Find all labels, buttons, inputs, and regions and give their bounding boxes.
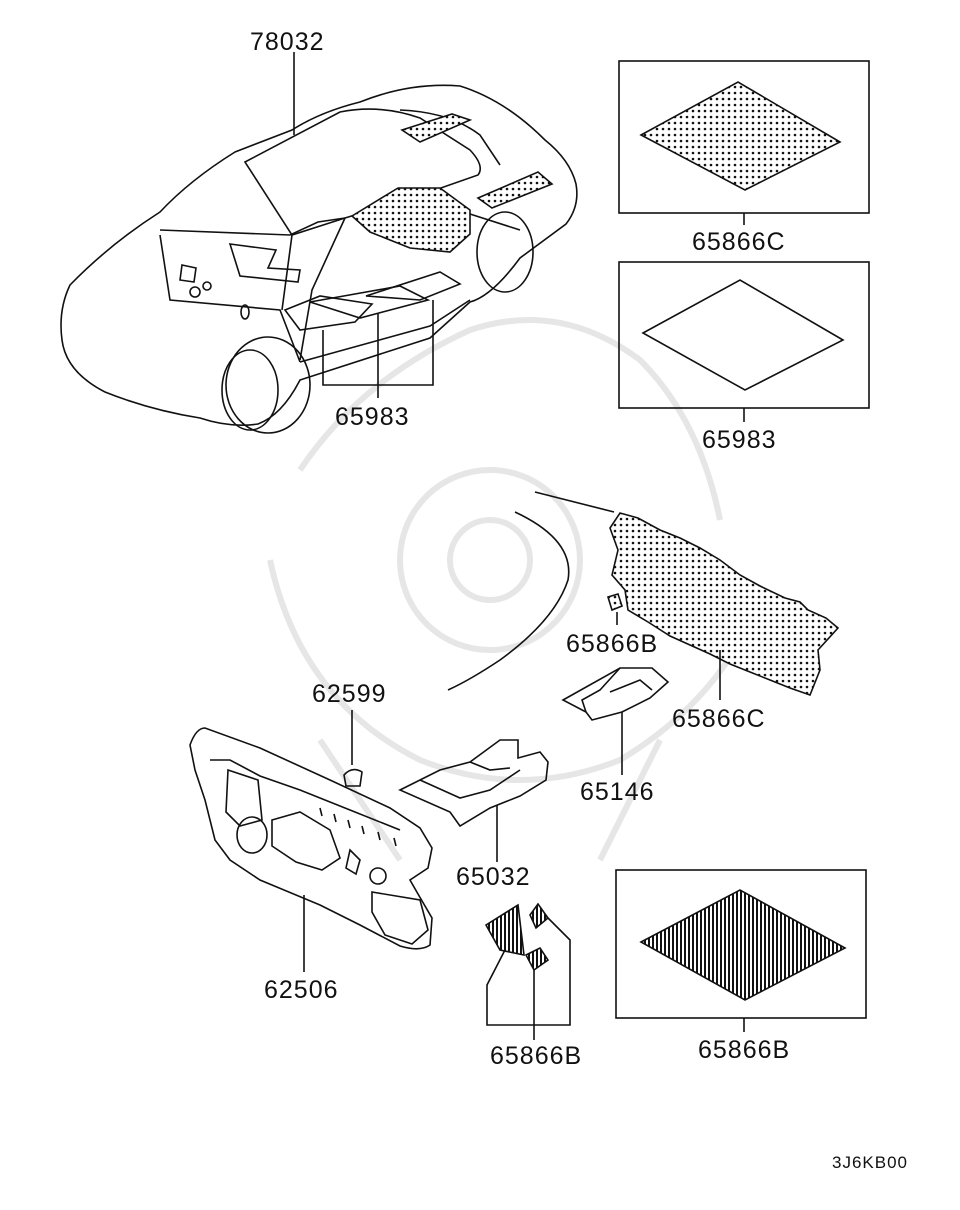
callout-65983-box: 65983 (702, 426, 777, 454)
clip-62599 (343, 710, 363, 787)
callout-65866c-panel: 65866C (672, 705, 766, 733)
pad-65866c-sample (639, 81, 842, 191)
callout-65983-car: 65983 (335, 403, 410, 431)
callout-65146: 65146 (580, 778, 655, 806)
pad-65983-sample (641, 279, 845, 391)
part-box-65866b (615, 869, 867, 1019)
callout-65866b-small: 65866B (566, 630, 658, 658)
callout-65032: 65032 (456, 863, 531, 891)
part-65146 (561, 667, 670, 721)
floor-pad (350, 187, 471, 253)
clip-65866b (606, 593, 623, 612)
pad-65866b-sample (639, 889, 847, 1001)
callout-65866c-box: 65866C (692, 228, 786, 256)
callout-65866b-pads: 65866B (490, 1042, 582, 1070)
callout-62599: 62599 (312, 680, 387, 708)
drawing-code: 3J6KB00 (832, 1153, 908, 1172)
pads-65866b (484, 902, 550, 972)
roof-pad (400, 113, 473, 143)
callout-62506: 62506 (264, 976, 339, 1004)
panel-65866c (609, 512, 840, 697)
dash-panel-62506 (189, 727, 433, 950)
car-body-outline (60, 84, 578, 434)
part-65032 (398, 739, 549, 828)
callout-78032: 78032 (250, 28, 325, 56)
callout-65866b-box: 65866B (698, 1036, 790, 1064)
rear-deck-pad (476, 171, 554, 209)
